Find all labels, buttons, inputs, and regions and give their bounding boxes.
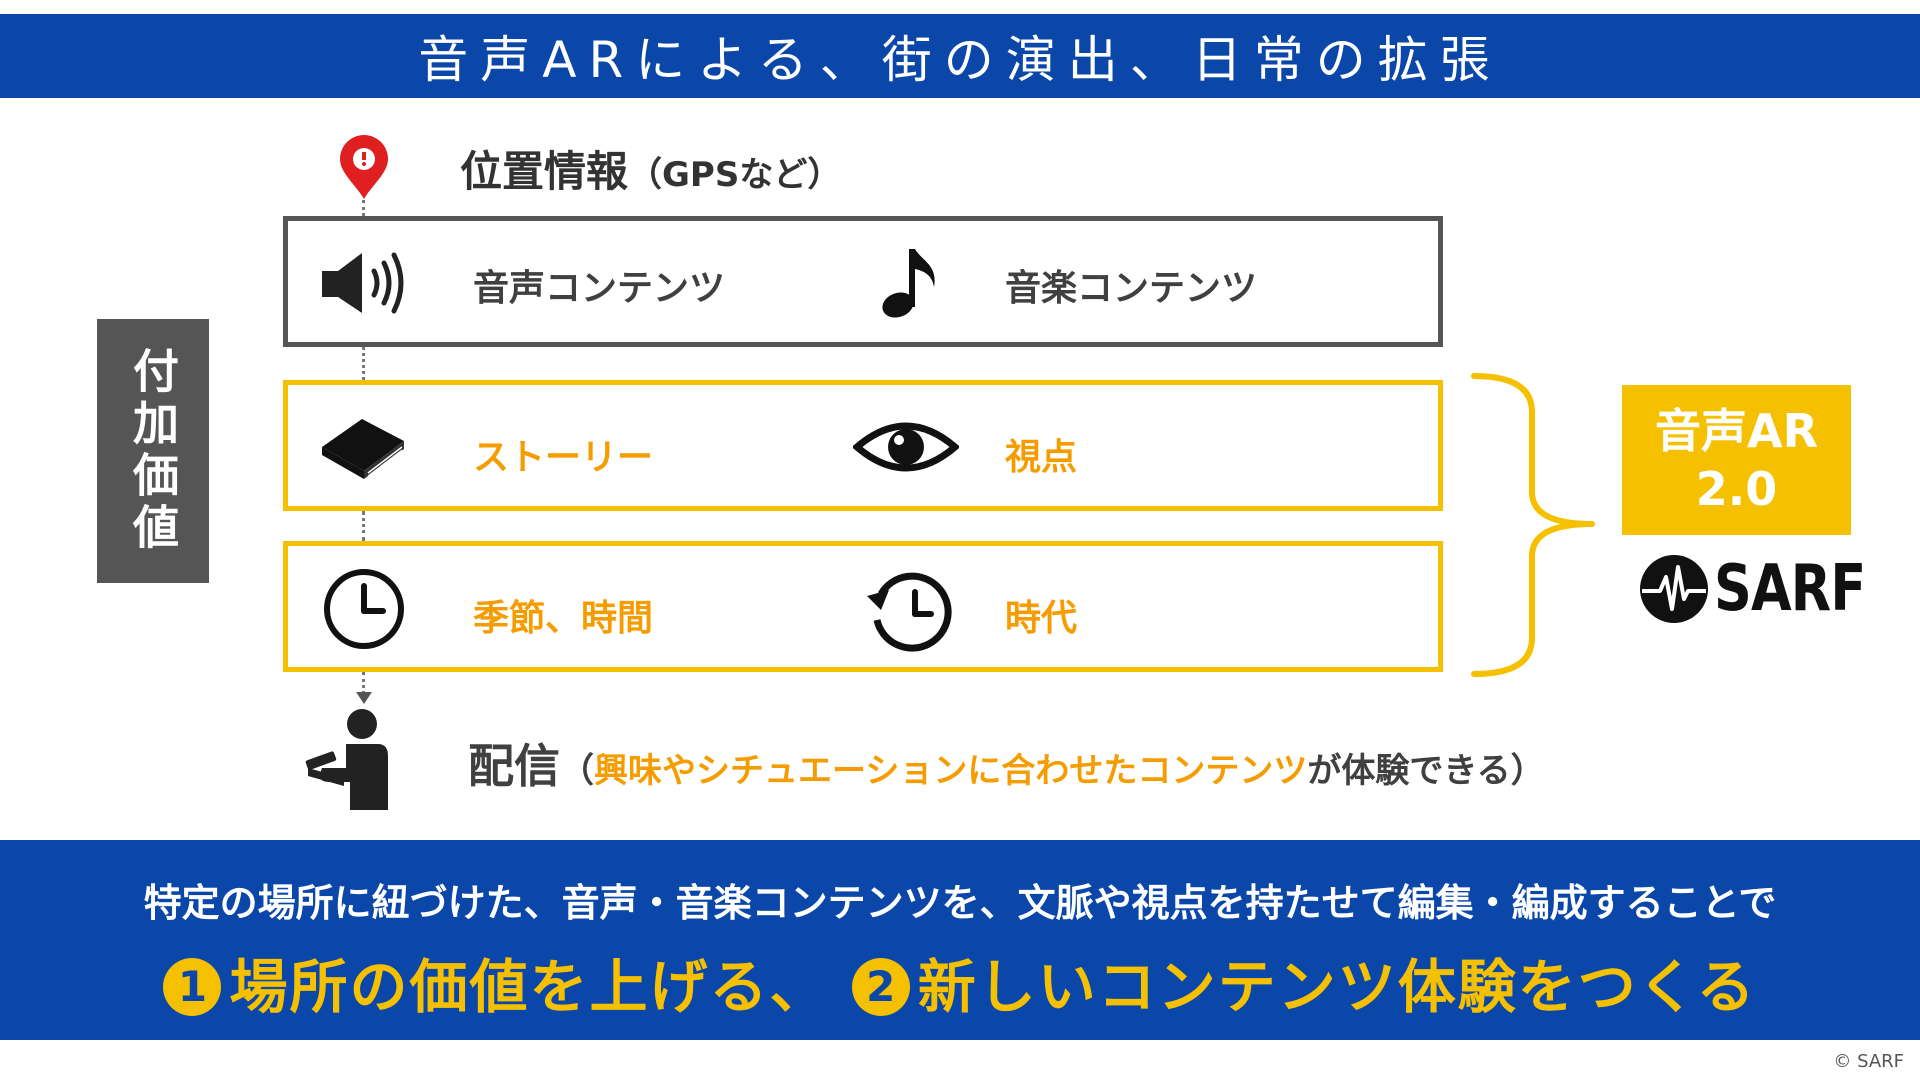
- season-time-label: 季節、時間: [473, 598, 654, 639]
- delivery-title: 配信: [468, 739, 560, 793]
- brace-icon: [1471, 373, 1595, 677]
- goal-1: 場所の価値を上げる、: [229, 953, 830, 1021]
- goal-2: 新しいコンテンツ体験をつくる: [917, 953, 1757, 1021]
- delivery-open-paren: （: [560, 751, 594, 791]
- audio-ar-badge: 音声AR 2.0: [1622, 385, 1851, 535]
- delivery-label: 配信（興味やシチュエーションに合わせたコンテンツが体験できる）: [468, 730, 1545, 796]
- badge-line1: 音声AR: [1654, 404, 1819, 458]
- connector-line: [362, 347, 365, 380]
- book-icon: [322, 419, 404, 479]
- music-content-label: 音楽コンテンツ: [1005, 268, 1258, 309]
- title-banner: 音声ARによる、街の演出、日常の拡張: [0, 14, 1920, 98]
- era-label: 時代: [1005, 598, 1078, 639]
- clock-icon: [324, 569, 404, 649]
- history-icon: [867, 572, 952, 652]
- copyright-notice: © SARF: [1833, 1051, 1904, 1072]
- audio-content-label: 音声コンテンツ: [473, 268, 726, 309]
- story-label: ストーリー: [473, 437, 654, 478]
- person-with-phone-icon: [305, 709, 388, 810]
- connector-arrow-icon: [356, 692, 372, 704]
- added-value-label: 付加価値: [97, 319, 209, 583]
- music-note-icon: [882, 249, 935, 318]
- number-2-badge: 2: [851, 958, 910, 1016]
- sarf-logo: SARF: [1638, 552, 1899, 626]
- content-box-audio: 音声コンテンツ 音楽コンテンツ: [283, 216, 1443, 347]
- delivery-suffix: が体験できる: [1307, 751, 1511, 791]
- map-pin-icon: [340, 135, 388, 199]
- speaker-icon: [322, 252, 404, 314]
- delivery-close-paren: ）: [1510, 751, 1545, 791]
- eye-icon: [853, 422, 959, 472]
- delivery-highlight: 興味やシチュエーションに合わせたコンテンツ: [594, 751, 1308, 791]
- location-note: （GPSなど）: [628, 155, 842, 195]
- connector-line: [362, 200, 365, 216]
- badge-line2: 2.0: [1695, 462, 1778, 516]
- added-value-text: 付加価値: [126, 347, 180, 555]
- page-title: 音声ARによる、街の演出、日常の拡張: [418, 31, 1502, 89]
- sarf-logo-text: SARF: [1714, 552, 1866, 626]
- connector-line: [362, 672, 365, 694]
- summary-statement: 特定の場所に紐づけた、音声・音楽コンテンツを、文脈や視点を持たせて編集・編成する…: [143, 881, 1777, 925]
- content-box-story: ストーリー 視点: [283, 380, 1443, 511]
- sarf-mark-icon: [1640, 555, 1708, 623]
- connector-line: [362, 511, 365, 541]
- location-info-label: 位置情報（GPSなど）: [460, 138, 841, 199]
- number-1-badge: 1: [163, 958, 222, 1016]
- viewpoint-label: 視点: [1005, 437, 1078, 478]
- content-box-time: 季節、時間 時代: [283, 541, 1443, 672]
- summary-band: 特定の場所に紐づけた、音声・音楽コンテンツを、文脈や視点を持たせて編集・編成する…: [0, 840, 1920, 1040]
- location-title: 位置情報: [460, 147, 629, 196]
